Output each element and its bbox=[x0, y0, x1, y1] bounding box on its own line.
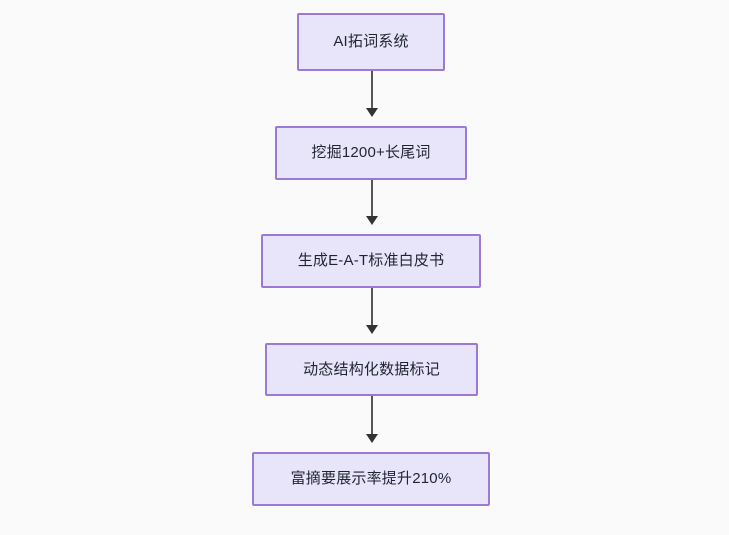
connector-line bbox=[371, 71, 373, 109]
arrowhead-icon bbox=[366, 325, 378, 334]
flow-node-mine-longtail-keywords[interactable]: 挖掘1200+长尾词 bbox=[275, 126, 467, 180]
connector-line bbox=[371, 288, 373, 326]
arrowhead-icon bbox=[366, 108, 378, 117]
connector-line bbox=[371, 180, 373, 217]
arrowhead-icon bbox=[366, 216, 378, 225]
arrowhead-icon bbox=[366, 434, 378, 443]
flow-node-dynamic-structured-data[interactable]: 动态结构化数据标记 bbox=[265, 343, 478, 396]
flow-node-generate-eat-whitepaper[interactable]: 生成E-A-T标准白皮书 bbox=[261, 234, 481, 288]
connector-line bbox=[371, 396, 373, 435]
flow-node-rich-snippet-uplift[interactable]: 富摘要展示率提升210% bbox=[252, 452, 490, 506]
flow-node-ai-keyword-system[interactable]: AI拓词系统 bbox=[297, 13, 445, 71]
